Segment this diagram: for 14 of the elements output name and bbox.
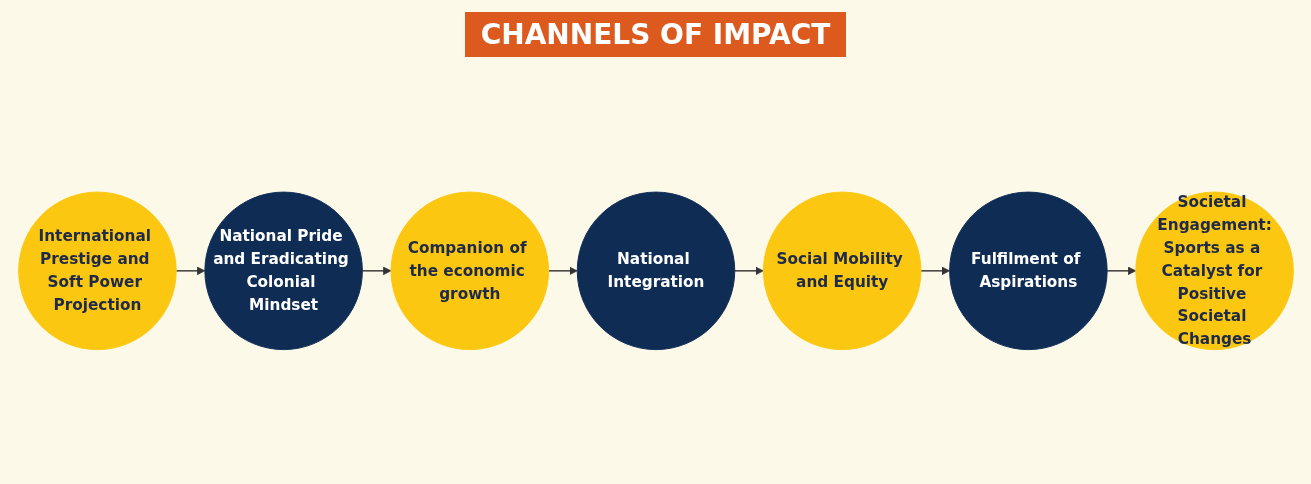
node-circle: Companion of the economic growth (390, 191, 549, 350)
node-circle: Societal Engagement: Sports as a Catalyst for Positive Societal Changes (1134, 191, 1294, 350)
title-banner: CHANNELS OF IMPACT (464, 12, 847, 57)
arrow (1105, 266, 1136, 275)
node-circle: Fulfilment of Aspirations (948, 191, 1108, 350)
node-circle: International Prestige and Soft Power Projection (17, 191, 177, 350)
node-circle: National Integration (576, 191, 735, 350)
arrow (733, 266, 764, 275)
arrow (175, 266, 205, 275)
arrow (547, 266, 578, 275)
arrow (919, 266, 950, 275)
node-circle: Social Mobility and Equity (762, 191, 921, 350)
node-circle: National Pride and Eradicating Colonial Mindset (203, 191, 363, 350)
arrow (361, 266, 391, 275)
